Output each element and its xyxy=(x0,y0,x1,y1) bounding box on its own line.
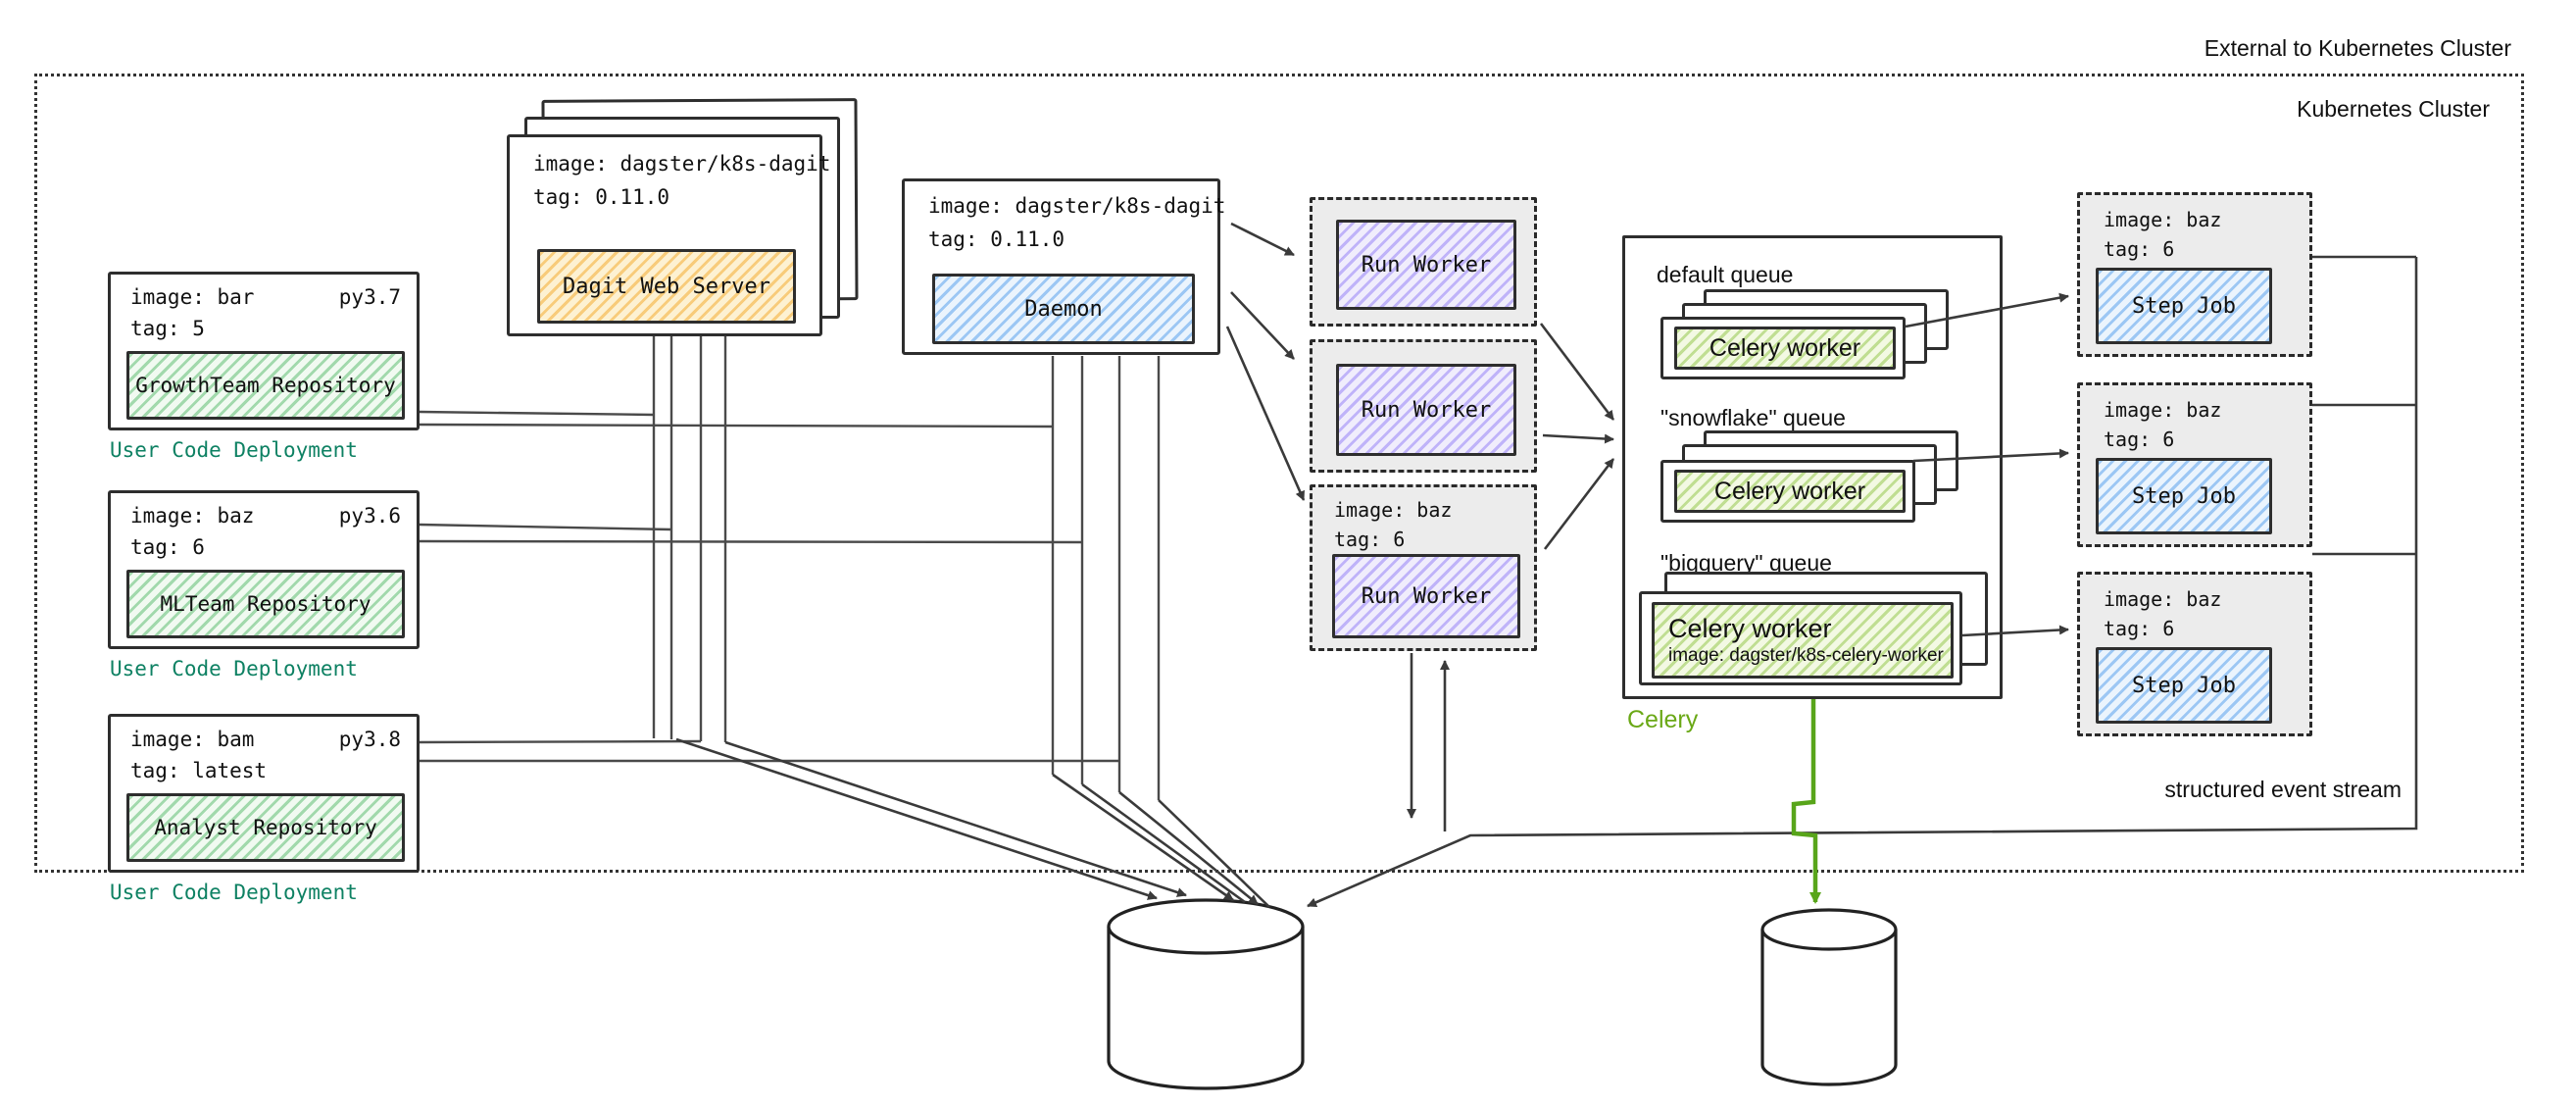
deployment-tag: tag: 6 xyxy=(130,535,205,559)
deployment-image: image: baz xyxy=(130,504,255,528)
run-worker-pod-1: Run Worker xyxy=(1310,197,1537,327)
deployment-python-version: py3.8 xyxy=(338,728,401,751)
deployment-caption: User Code Deployment xyxy=(110,657,358,680)
repository-box: Analyst Repository xyxy=(126,793,405,862)
celery-worker-front: Celery worker xyxy=(1660,460,1915,523)
postgresql-cylinder xyxy=(1107,898,1305,1090)
celery-worker-front: Celery worker image: dagster/k8s-celery-… xyxy=(1639,591,1962,685)
deployment-caption: User Code Deployment xyxy=(110,438,358,462)
step-job-tag: tag: 6 xyxy=(2104,617,2175,640)
celery-worker-front: Celery worker xyxy=(1660,317,1906,379)
dagit-label-box: Dagit Web Server xyxy=(537,249,796,324)
celery-worker-label: Celery worker xyxy=(1668,613,1832,643)
celery-worker-image: image: dagster/k8s-celery-worker xyxy=(1668,644,1944,666)
run-worker-image: image: baz xyxy=(1334,498,1453,522)
run-worker-box: Run Worker xyxy=(1336,220,1516,310)
user-code-deployment-1: image: bar py3.7 tag: 5 GrowthTeam Repos… xyxy=(108,272,420,430)
deployment-tag: tag: 5 xyxy=(130,317,205,340)
dagit-image: image: dagster/k8s-dagit xyxy=(533,152,831,176)
queue-label-snowflake: "snowflake" queue xyxy=(1660,405,1846,430)
daemon: image: dagster/k8s-dagit tag: 0.11.0 Dae… xyxy=(902,178,1225,355)
postgresql-label: PostgreSQL xyxy=(1136,1000,1275,1030)
redis-label: Redis xyxy=(1796,996,1862,1026)
queue-label-default: default queue xyxy=(1657,262,1794,287)
celery-worker-stack-snowflake: Celery worker xyxy=(1660,430,1964,525)
run-worker-box: Run Worker xyxy=(1332,554,1520,638)
deployment-tag: tag: latest xyxy=(130,759,268,782)
event-stream-label: structured event stream xyxy=(2164,777,2402,802)
celery-worker-stack-bigquery: Celery worker image: dagster/k8s-celery-… xyxy=(1639,572,1992,689)
celery-label: Celery xyxy=(1627,706,1699,733)
celery-worker-box: Celery worker xyxy=(1674,327,1896,370)
step-job-box: Step Job xyxy=(2096,647,2272,724)
step-job-pod-3: image: baz tag: 6 Step Job xyxy=(2077,572,2312,736)
deployment-image: image: bam xyxy=(130,728,255,751)
daemon-tag: tag: 0.11.0 xyxy=(928,227,1065,251)
step-job-pod-1: image: baz tag: 6 Step Job xyxy=(2077,192,2312,357)
user-code-deployment-3: image: bam py3.8 tag: latest Analyst Rep… xyxy=(108,714,420,873)
step-job-box: Step Job xyxy=(2096,268,2272,344)
repository-box: MLTeam Repository xyxy=(126,570,405,638)
celery-container: default queue Celery worker "snowflake" … xyxy=(1622,235,2003,699)
celery-worker-box: Celery worker image: dagster/k8s-celery-… xyxy=(1652,602,1954,679)
step-job-pod-2: image: baz tag: 6 Step Job xyxy=(2077,382,2312,547)
run-worker-tag: tag: 6 xyxy=(1334,528,1406,551)
step-job-image: image: baz xyxy=(2104,587,2222,611)
dagit-web-server: image: dagster/k8s-dagit tag: 0.11.0 Dag… xyxy=(507,134,830,336)
deployment-python-version: py3.7 xyxy=(338,285,401,309)
celery-worker-box: Celery worker xyxy=(1674,470,1906,513)
deployment-caption: User Code Deployment xyxy=(110,881,358,904)
daemon-image: image: dagster/k8s-dagit xyxy=(928,194,1226,218)
step-job-box: Step Job xyxy=(2096,458,2272,534)
run-worker-pod-2: Run Worker xyxy=(1310,339,1537,473)
run-worker-pod-3: image: baz tag: 6 Run Worker xyxy=(1310,484,1537,651)
step-job-tag: tag: 6 xyxy=(2104,237,2175,261)
dagit-tag: tag: 0.11.0 xyxy=(533,185,670,209)
kubernetes-cluster-label: Kubernetes Cluster xyxy=(2297,96,2490,122)
daemon-label-box: Daemon xyxy=(932,274,1195,344)
kubernetes-cluster-boundary xyxy=(34,74,2524,873)
celery-worker-stack-default: Celery worker xyxy=(1660,289,1955,383)
step-job-image: image: baz xyxy=(2104,398,2222,422)
repository-box: GrowthTeam Repository xyxy=(126,351,405,420)
step-job-image: image: baz xyxy=(2104,208,2222,231)
external-cluster-label: External to Kubernetes Cluster xyxy=(2204,35,2511,61)
deployment-image: image: bar xyxy=(130,285,255,309)
deployment-python-version: py3.6 xyxy=(338,504,401,528)
user-code-deployment-2: image: baz py3.6 tag: 6 MLTeam Repositor… xyxy=(108,490,420,649)
step-job-tag: tag: 6 xyxy=(2104,428,2175,451)
run-worker-box: Run Worker xyxy=(1336,364,1516,456)
